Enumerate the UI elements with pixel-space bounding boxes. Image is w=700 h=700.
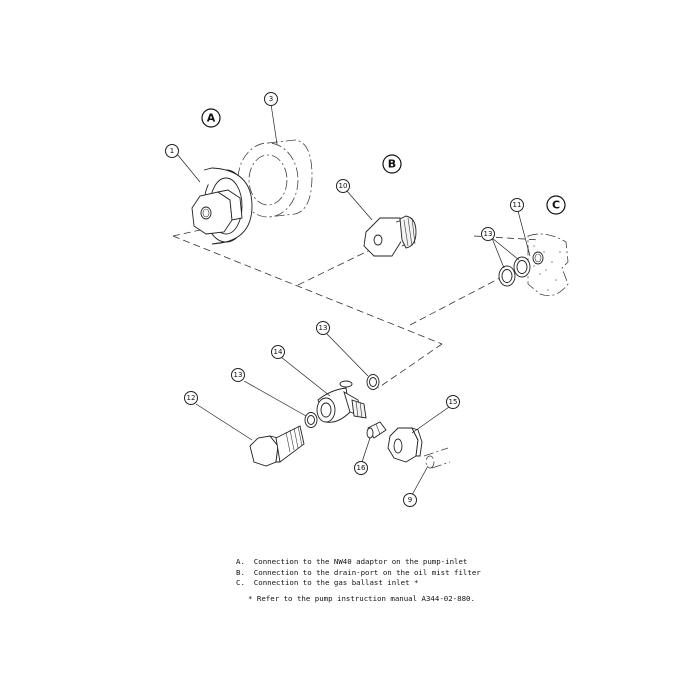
gas-ballast-inlet-housing — [527, 233, 569, 297]
callout-part-16-label: 16 — [357, 464, 366, 472]
callout-part-13-top-label: 13 — [319, 324, 328, 332]
callout-part-1: 1 — [165, 144, 179, 158]
part-16-nozzle — [366, 421, 387, 439]
callout-part-14-label: 14 — [274, 348, 283, 356]
callout-part-12: 12 — [184, 391, 198, 405]
callout-part-11: 11 — [510, 198, 524, 212]
callout-part-15-label: 15 — [449, 398, 458, 406]
callout-part-12-label: 12 — [187, 394, 196, 402]
part-13-washers-banjo — [304, 374, 380, 428]
part-14-banjo-body — [316, 380, 367, 423]
leader-lines — [176, 103, 531, 496]
part-13-washers-group-c — [498, 256, 531, 287]
callout-part-9: 9 — [403, 493, 417, 507]
callout-part-1-label: 1 — [170, 147, 174, 155]
part-1-nw40-adaptor — [191, 167, 253, 245]
footnote: * Refer to the pump instruction manual A… — [248, 593, 475, 603]
group-c-marker: C — [546, 195, 566, 215]
callout-part-10: 10 — [336, 179, 350, 193]
callout-part-13-group-c-label: 13 — [484, 230, 493, 238]
callout-part-3: 3 — [264, 92, 278, 106]
callout-part-13-left-label: 13 — [234, 371, 243, 379]
part-9-tube — [423, 447, 451, 469]
callout-part-13-group-c: 13 — [481, 227, 495, 241]
part-3-seal-gasket — [237, 139, 313, 218]
part-10-hex-adaptor — [363, 215, 417, 257]
note-a: A. Connection to the NW40 adaptor on the… — [236, 557, 468, 566]
callout-part-13-top: 13 — [316, 321, 330, 335]
connection-notes: A. Connection to the NW40 adaptor on the… — [236, 557, 481, 604]
part-15-union-nut — [387, 427, 423, 463]
note-c: C. Connection to the gas ballast inlet * — [236, 578, 419, 587]
group-c-letter: C — [552, 199, 560, 212]
callout-part-9-label: 9 — [408, 496, 412, 504]
callout-part-13-left: 13 — [231, 368, 245, 382]
group-b-letter: B — [388, 158, 396, 171]
group-b-marker: B — [382, 154, 402, 174]
callout-part-15: 15 — [446, 395, 460, 409]
callout-part-14: 14 — [271, 345, 285, 359]
callout-part-3-label: 3 — [269, 95, 273, 103]
callout-part-10-label: 10 — [339, 182, 348, 190]
part-12-banjo-bolt — [249, 425, 305, 467]
note-b: B. Connection to the drain-port on the o… — [236, 567, 481, 577]
callout-part-16: 16 — [354, 461, 368, 475]
group-a-marker: A — [201, 108, 221, 128]
connection-lines — [172, 219, 541, 389]
callout-part-11-label: 11 — [513, 201, 522, 209]
group-a-letter: A — [207, 112, 216, 125]
